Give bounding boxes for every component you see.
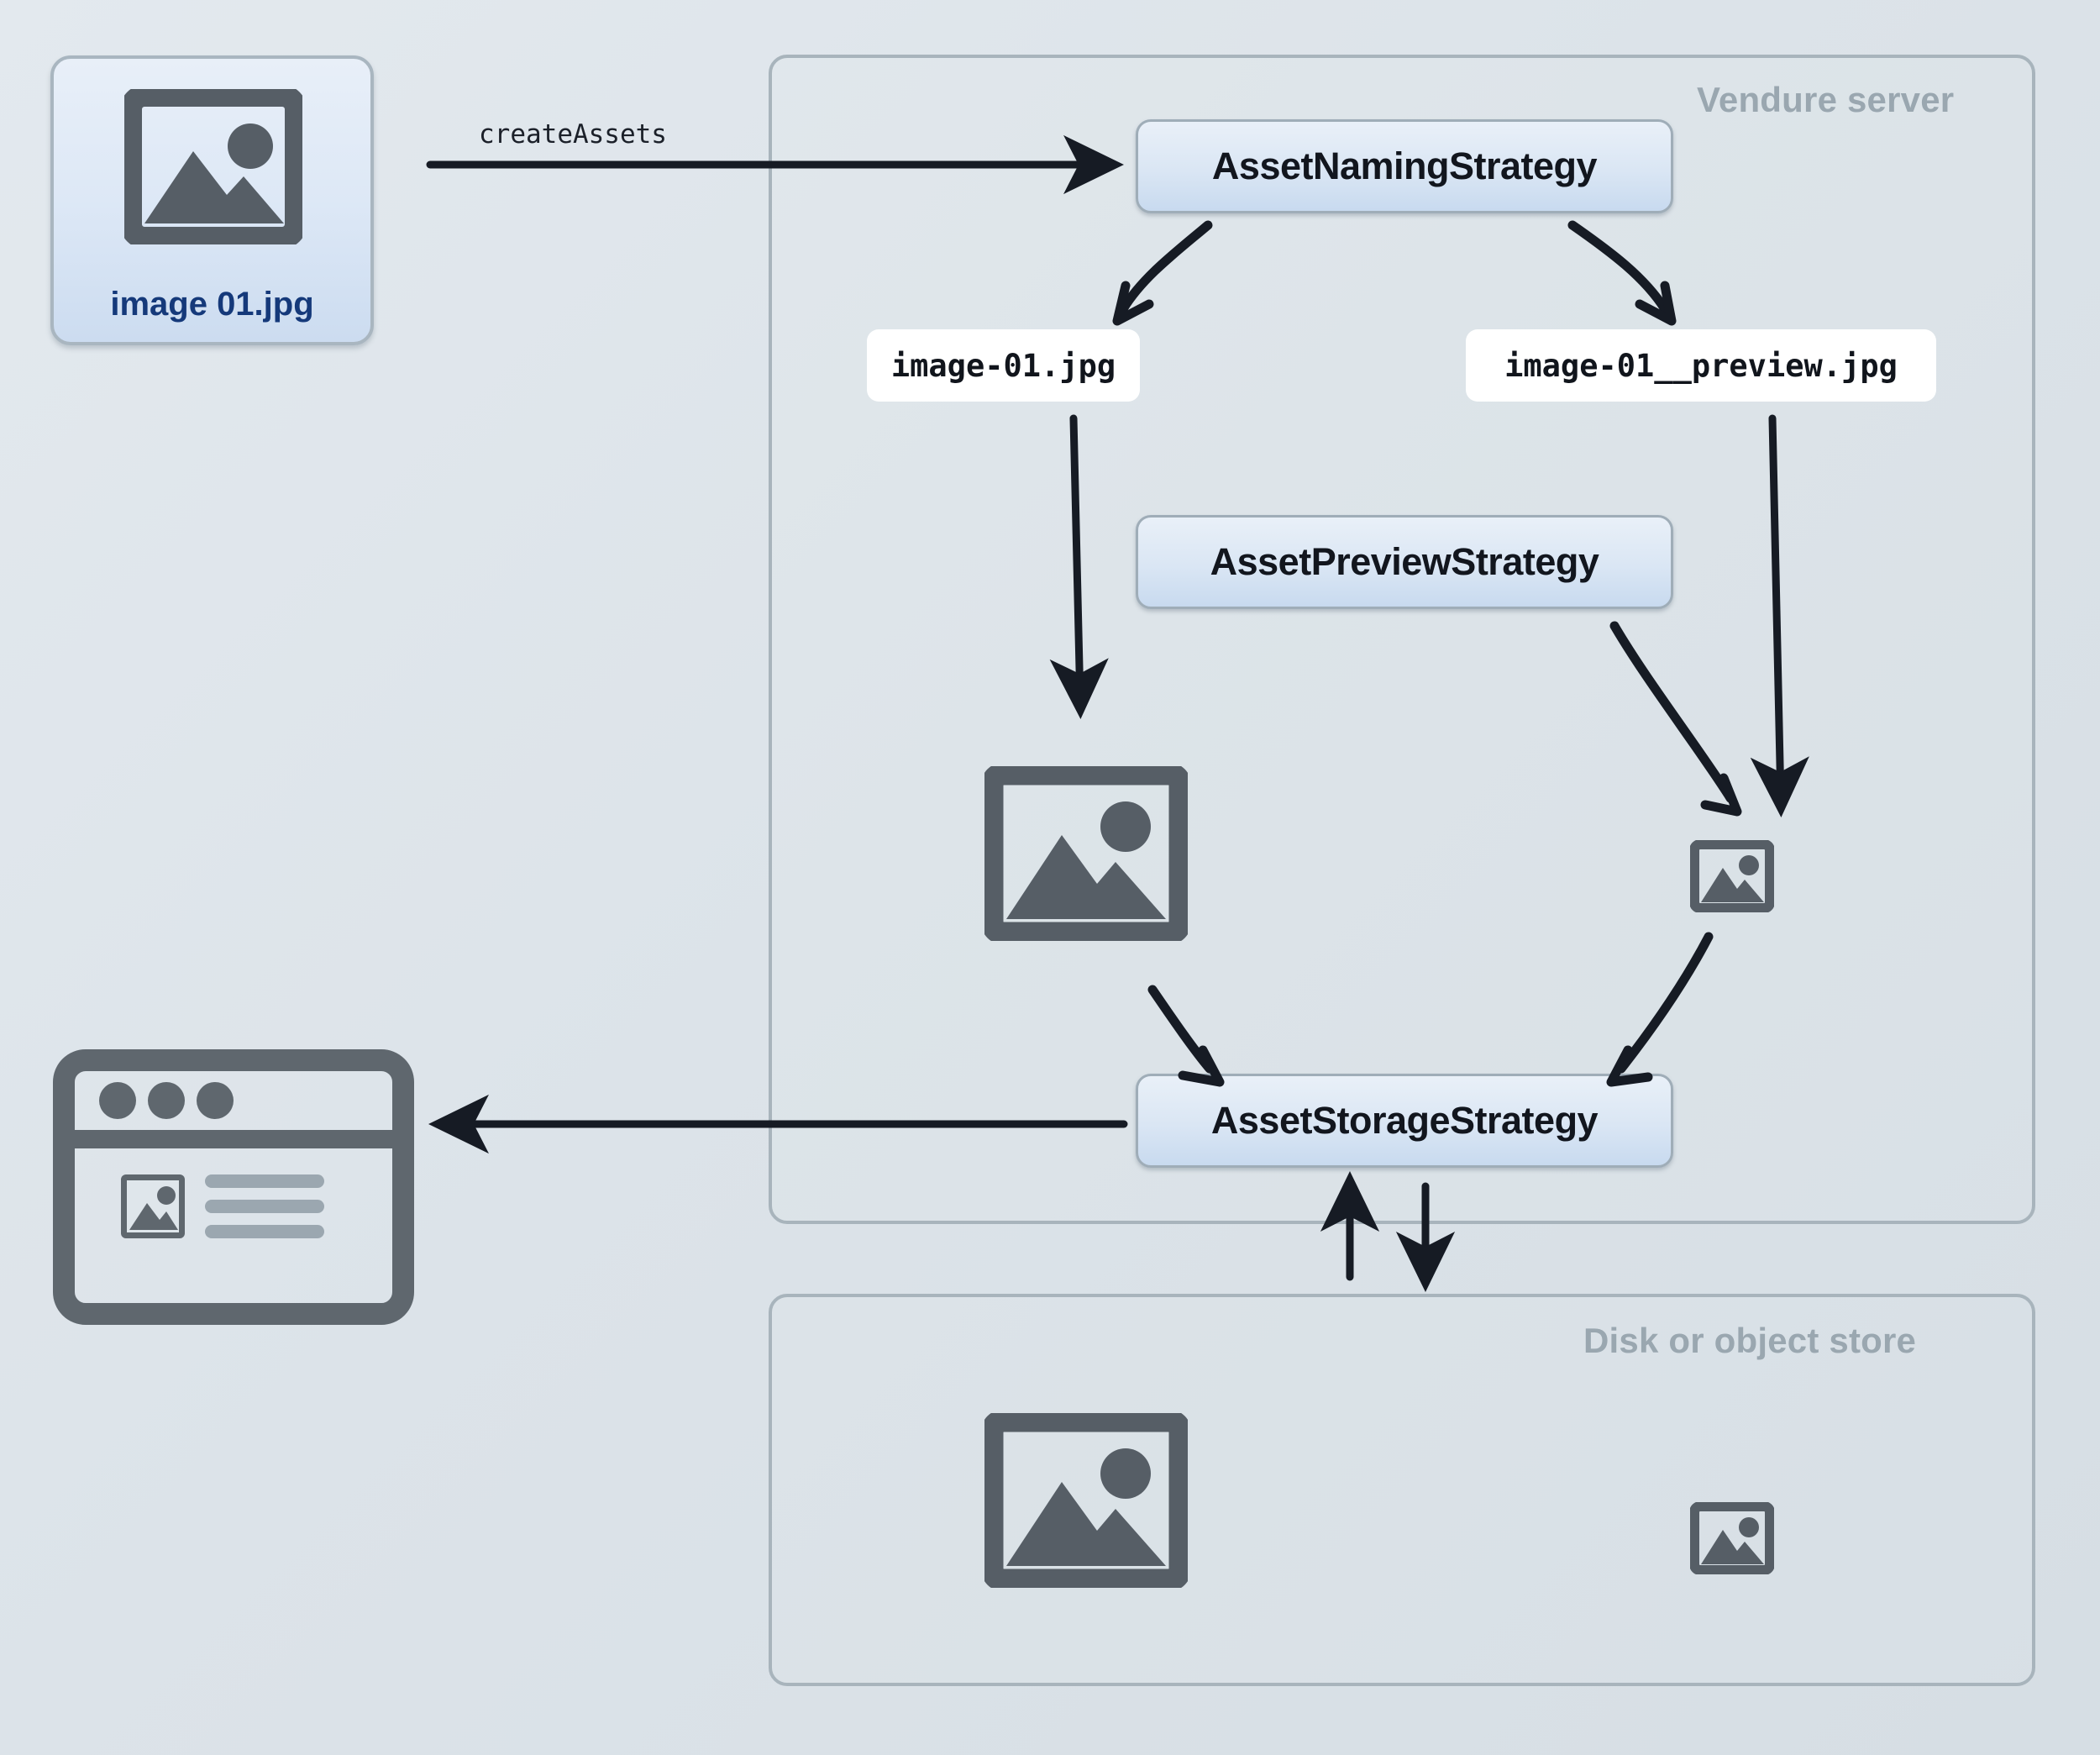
asset-storage-strategy-box[interactable]: AssetStorageStrategy [1136, 1074, 1673, 1168]
asset-naming-strategy-label: AssetNamingStrategy [1211, 144, 1598, 187]
source-asset-label: image 01.jpg [110, 286, 314, 323]
preview-filename-label: image-01__preview.jpg [1504, 347, 1898, 384]
create-assets-edge-label: createAssets [479, 119, 667, 150]
asset-preview-strategy-box[interactable]: AssetPreviewStrategy [1136, 515, 1673, 609]
asset-naming-strategy-box[interactable]: AssetNamingStrategy [1136, 119, 1673, 213]
asset-preview-strategy-label: AssetPreviewStrategy [1210, 540, 1599, 583]
preview-image-icon [1689, 839, 1775, 913]
container-disk-or-object-store [769, 1294, 2035, 1686]
container-vendure-server-label: Vendure server [1697, 80, 1955, 119]
browser-window-icon[interactable] [52, 1048, 415, 1326]
asset-storage-strategy-label: AssetStorageStrategy [1210, 1099, 1599, 1142]
stored-image-icon [980, 1409, 1192, 1592]
source-filename-pill: image-01.jpg [867, 329, 1140, 402]
container-disk-or-object-store-label: Disk or object store [1583, 1321, 1917, 1360]
stored-preview-image-icon [1689, 1501, 1775, 1575]
full-image-icon [980, 762, 1192, 945]
container-vendure-server [769, 55, 2035, 1224]
source-filename-label: image-01.jpg [890, 347, 1116, 384]
image-icon [120, 85, 307, 249]
source-asset-card[interactable]: image 01.jpg [50, 55, 374, 345]
preview-filename-pill: image-01__preview.jpg [1466, 329, 1936, 402]
